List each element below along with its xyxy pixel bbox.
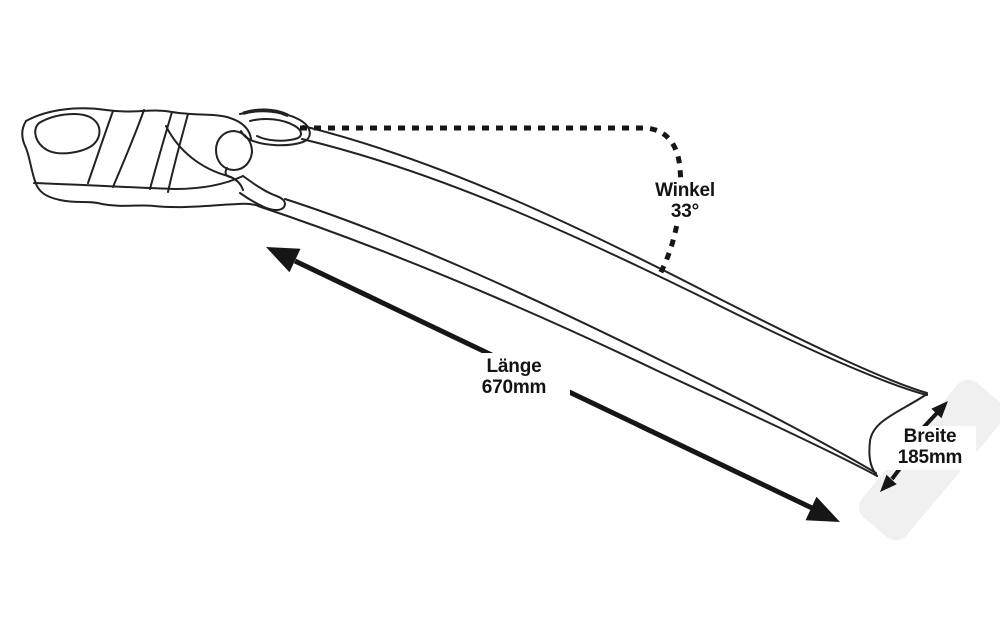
angle-label: Winkel 33°: [642, 180, 728, 224]
angle-label-value: 33°: [670, 201, 700, 222]
yoke-upper-arm-accent: [242, 108, 289, 117]
toe-circle-notch: [224, 167, 232, 178]
yoke-upper-arm-inner: [249, 117, 302, 142]
blade-bottom-edge-inner: [257, 205, 878, 477]
blade-tip-curve: [868, 393, 928, 477]
length-label: Länge 670mm: [458, 353, 570, 406]
length-arrowhead-left: [266, 247, 301, 273]
foot-pocket-sole-seam: [33, 175, 244, 190]
width-arrowhead-upper: [931, 401, 948, 419]
width-label: Breite 185mm: [884, 426, 976, 470]
fin-blade: [257, 125, 928, 477]
toe-circle: [215, 130, 253, 171]
length-arrowhead-right: [805, 496, 840, 522]
strap-line: [87, 110, 114, 184]
yoke-lower-arm: [239, 175, 286, 211]
width-arrowhead-lower: [880, 474, 897, 492]
foot-pocket-sole-outline: [21, 120, 265, 209]
strap-line: [112, 109, 145, 188]
width-label-title: Breite: [903, 426, 957, 447]
length-label-value: 670mm: [481, 377, 547, 398]
blade-top-edge-inner: [301, 138, 928, 396]
blade-top-edge-outer: [302, 125, 928, 394]
length-label-title: Länge: [486, 356, 542, 377]
blade-bottom-edge-outer: [284, 198, 877, 474]
strap-line: [167, 113, 189, 193]
foot-pocket-top-outline: [25, 107, 252, 140]
heel-opening: [34, 113, 101, 155]
angle-label-title: Winkel: [655, 180, 715, 201]
width-label-value: 185mm: [897, 447, 963, 468]
fin-foot-pocket: [21, 107, 311, 211]
strap-line: [149, 111, 173, 190]
